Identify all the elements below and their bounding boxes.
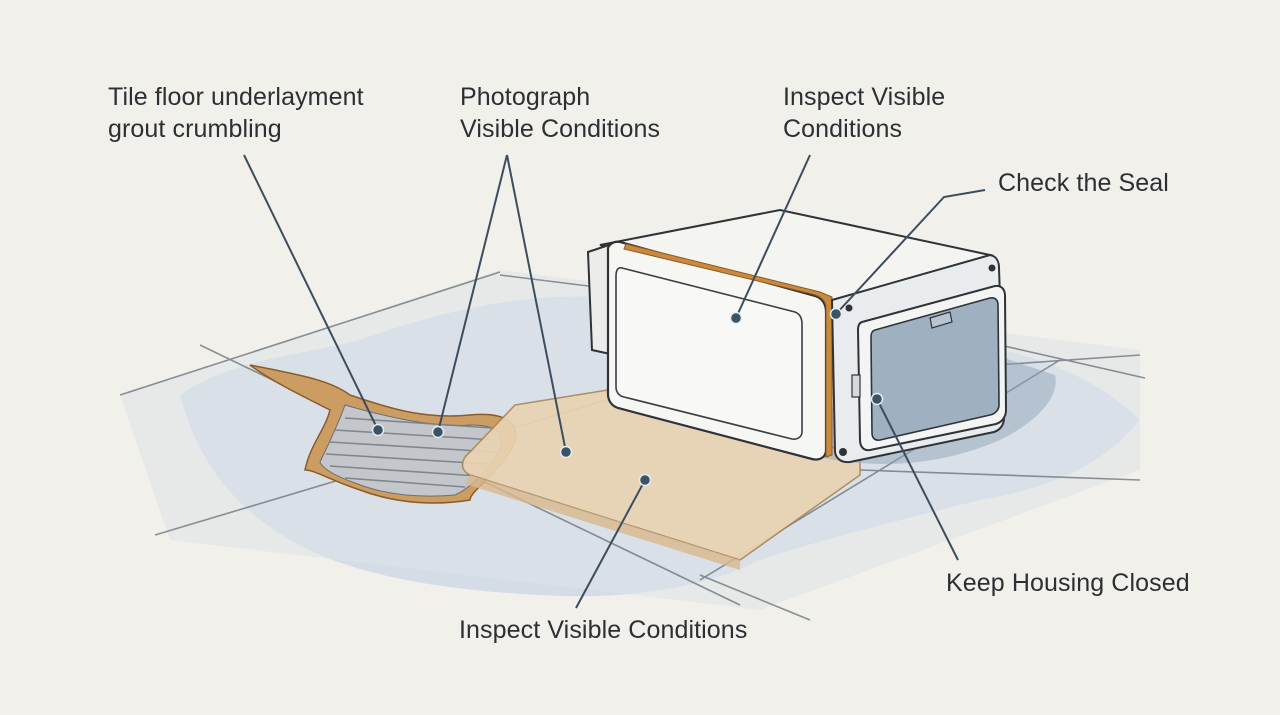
marker-inspect-bottom: [638, 473, 652, 487]
leader-seal: [835, 189, 986, 315]
leader-inspect-top: [735, 154, 811, 319]
marker-inspect-top: [729, 311, 743, 325]
leader-markers: [371, 307, 884, 487]
seal-band: [623, 243, 833, 458]
label-inspect-bottom-text: Inspect Visible Conditions: [459, 616, 748, 644]
label-seal: Check the Seal: [998, 167, 1169, 199]
marker-underlayment: [371, 423, 385, 437]
label-inspect-top: Inspect Visible Conditions: [783, 81, 945, 145]
leader-photograph-a: [437, 154, 508, 433]
leader-lines: [243, 154, 986, 609]
label-photograph: Photograph Visible Conditions: [460, 81, 660, 145]
marker-housing: [870, 392, 884, 406]
leader-photograph-b: [506, 154, 567, 453]
leader-underlayment: [243, 154, 379, 431]
label-photograph-line-2: Visible Conditions: [460, 115, 661, 143]
marker-seal: [829, 307, 843, 321]
leader-housing: [876, 398, 959, 561]
label-underlayment-line-2: grout crumbling: [108, 115, 282, 143]
housing-door-window: [870, 297, 1000, 441]
label-housing: Keep Housing Closed: [946, 567, 1190, 599]
label-inspect-top-line-1: Inspect Visible: [783, 83, 946, 111]
label-underlayment: Tile floor underlayment grout crumbling: [108, 81, 364, 145]
marker-photograph-b: [559, 445, 573, 459]
housing-unit: [586, 208, 1008, 464]
label-inspect-top-line-2: Conditions: [783, 115, 903, 143]
label-inspect-bottom: Inspect Visible Conditions: [459, 614, 747, 646]
leader-inspect-bottom: [575, 479, 646, 609]
housing-front-inset: [615, 267, 803, 440]
label-seal-text: Check the Seal: [998, 169, 1169, 197]
label-underlayment-line-1: Tile floor underlayment: [108, 83, 364, 111]
marker-photograph-a: [431, 425, 445, 439]
label-housing-text: Keep Housing Closed: [946, 569, 1190, 597]
crumbling-grout-area: [249, 364, 517, 504]
label-photograph-line-1: Photograph: [460, 83, 591, 111]
